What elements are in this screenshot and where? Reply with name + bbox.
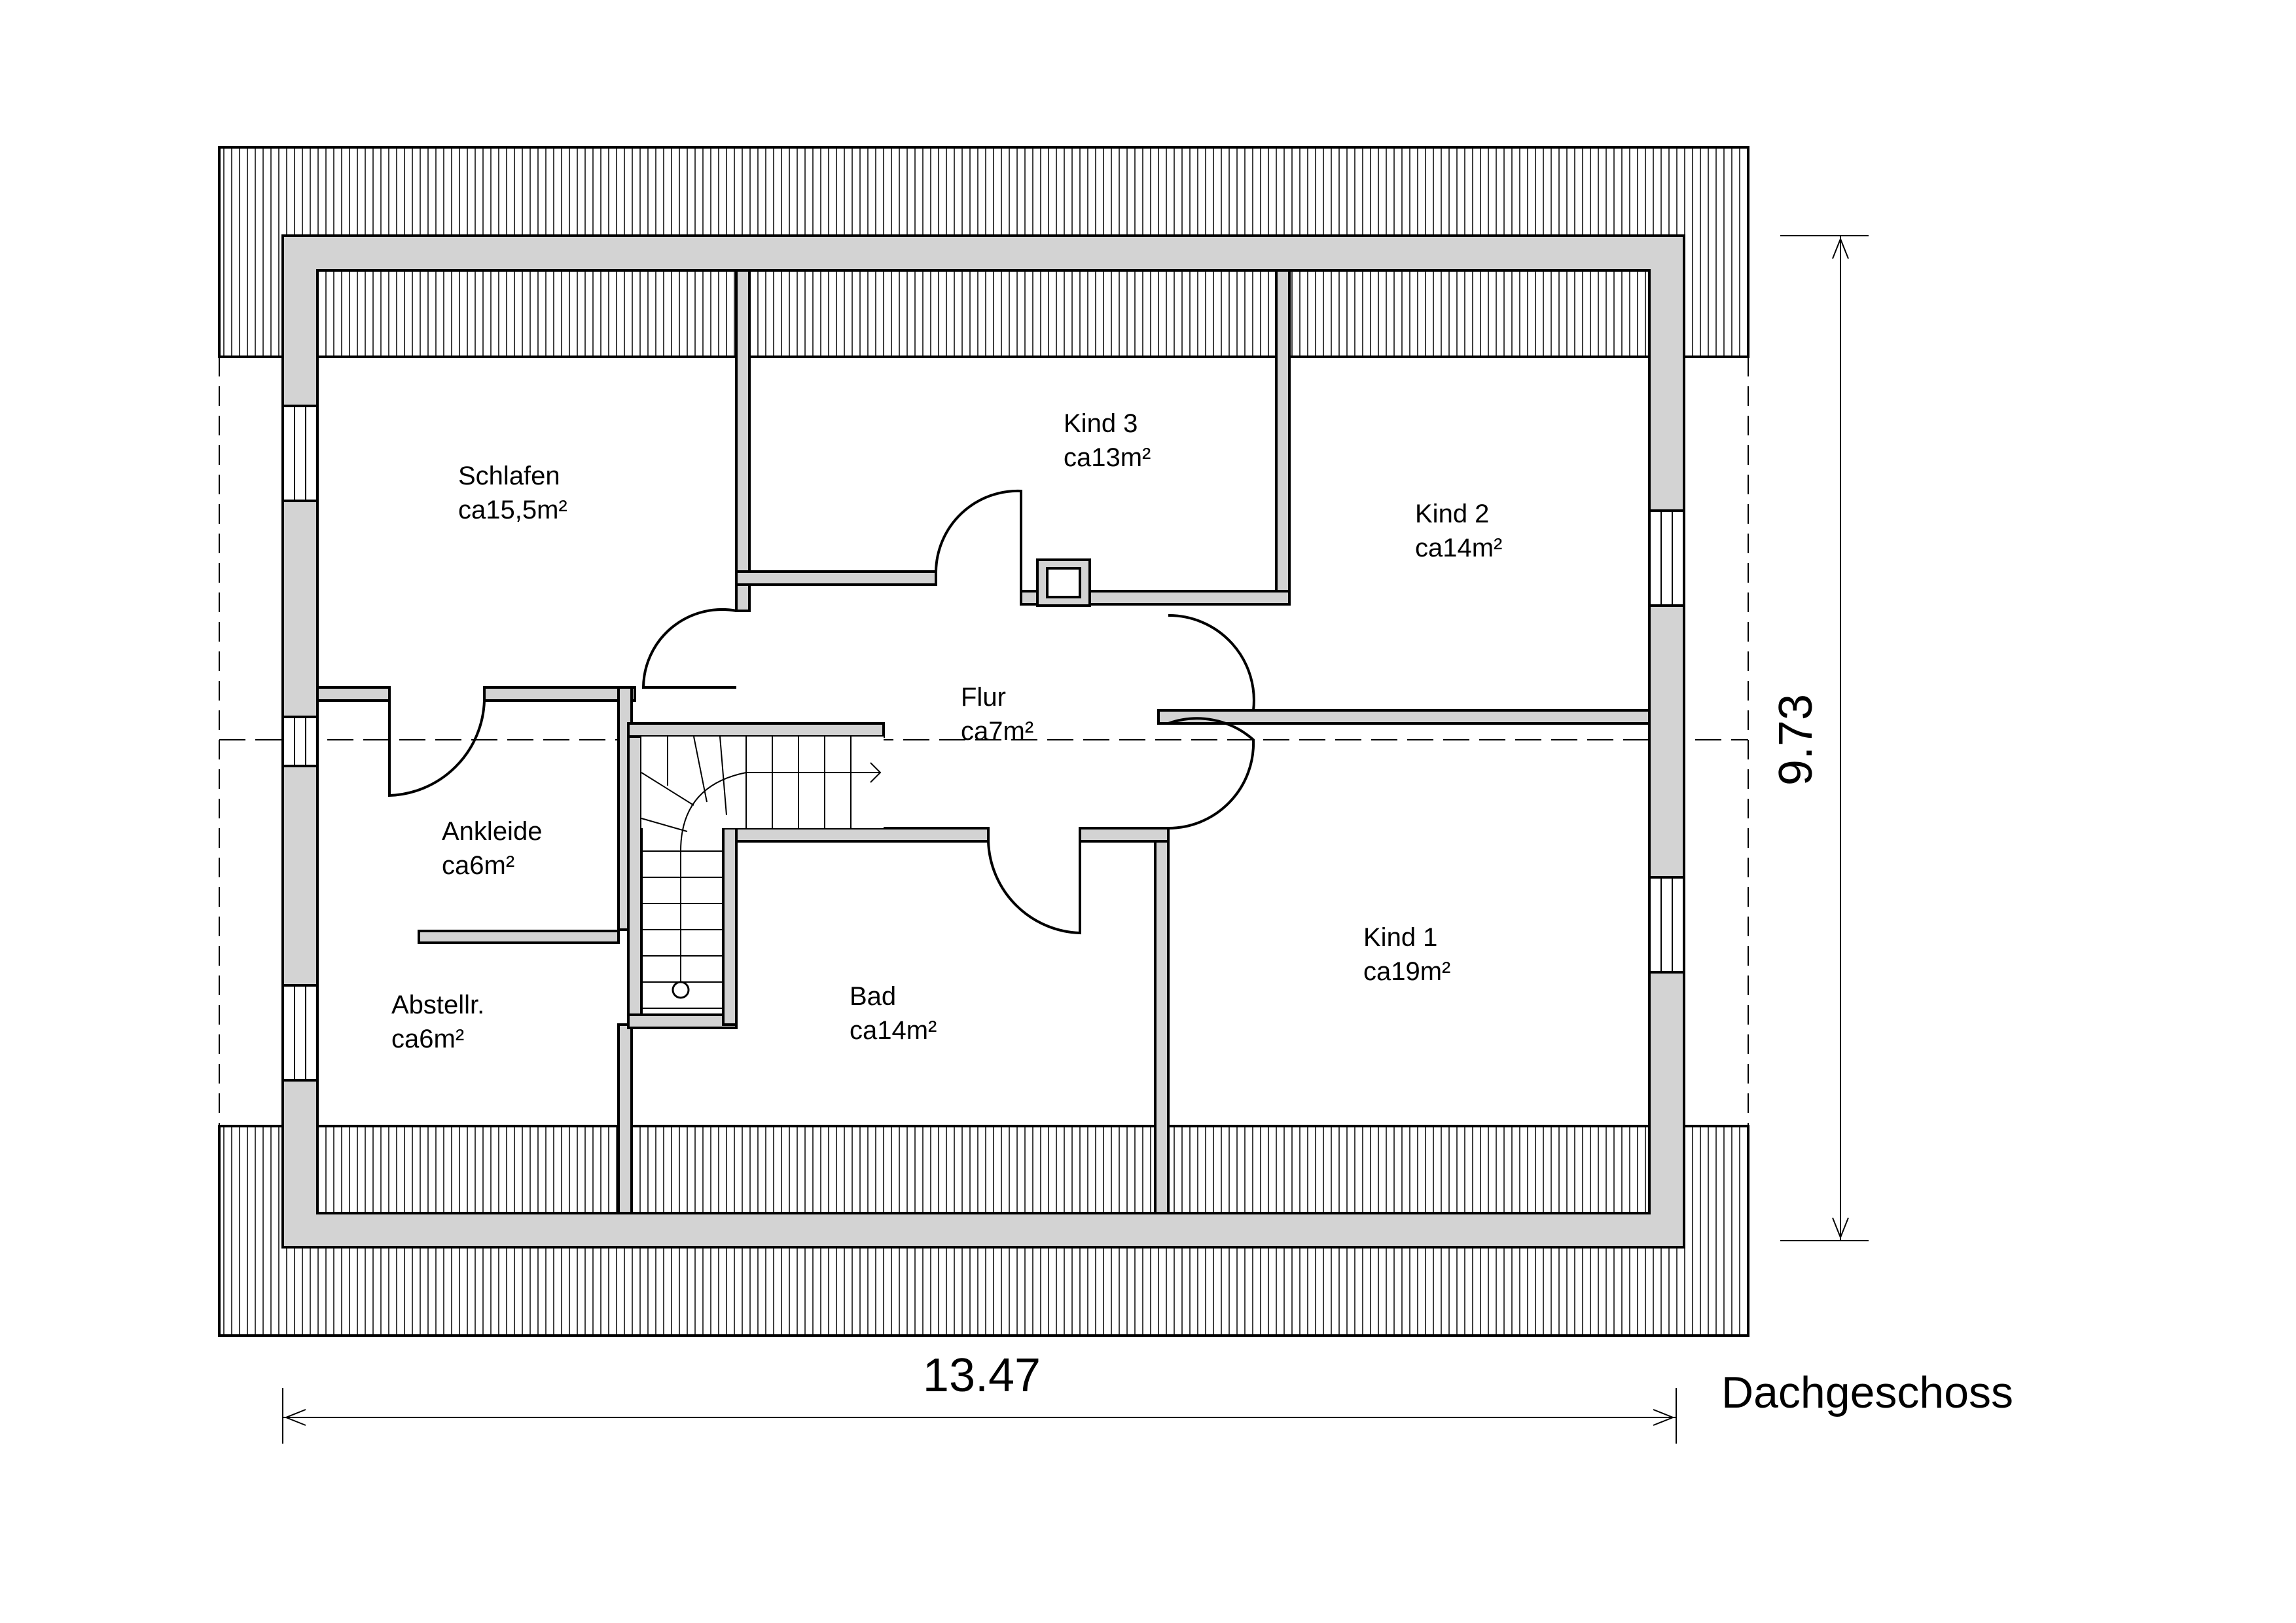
interior-walls (316, 269, 1651, 1214)
room-name: Bad (850, 982, 896, 1011)
room-area: ca6m² (391, 1025, 464, 1053)
room-label-kind-2: Kind 2 ca14m² (1415, 500, 1502, 562)
room-name: Kind 1 (1363, 923, 1437, 952)
room-label-abstellr: Abstellr. ca6m² (391, 991, 484, 1053)
room-name: Kind 2 (1415, 500, 1489, 528)
room-label-schlafen: Schlafen ca15,5m² (458, 462, 567, 524)
room-name: Abstellr. (391, 991, 484, 1019)
knee-wall-zone-top (316, 269, 1651, 358)
room-area: ca19m² (1363, 957, 1450, 986)
room-name: Schlafen (458, 462, 560, 490)
room-label-kind-3: Kind 3 ca13m² (1064, 409, 1151, 472)
windows (281, 405, 1685, 1082)
staircase (641, 736, 884, 1009)
room-area: ca14m² (1415, 534, 1502, 562)
room-label-kind-1: Kind 1 ca19m² (1363, 923, 1450, 986)
room-label-bad: Bad ca14m² (850, 982, 937, 1045)
chimney (1036, 558, 1091, 607)
room-area: ca15,5m² (458, 496, 567, 524)
room-area: ca6m² (442, 851, 514, 880)
room-area: ca13m² (1064, 443, 1151, 472)
room-area: ca14m² (850, 1016, 937, 1045)
knee-wall-zone-bottom (316, 1125, 1651, 1214)
room-name: Kind 3 (1064, 409, 1138, 438)
room-area: ca7m² (961, 717, 1033, 746)
room-label-ankleide: Ankleide ca6m² (442, 817, 542, 880)
width-dimension: 13.47 (282, 1349, 1677, 1444)
room-name: Ankleide (442, 817, 542, 846)
room-name: Flur (961, 683, 1006, 712)
room-label-flur: Flur ca7m² (961, 683, 1033, 746)
depth-label: 9.73 (1770, 694, 1822, 786)
width-label: 13.47 (923, 1349, 1041, 1402)
floor-title: Dachgeschoss (1721, 1368, 2013, 1417)
depth-dimension: 9.73 (1770, 235, 1869, 1241)
doors (388, 489, 1255, 935)
